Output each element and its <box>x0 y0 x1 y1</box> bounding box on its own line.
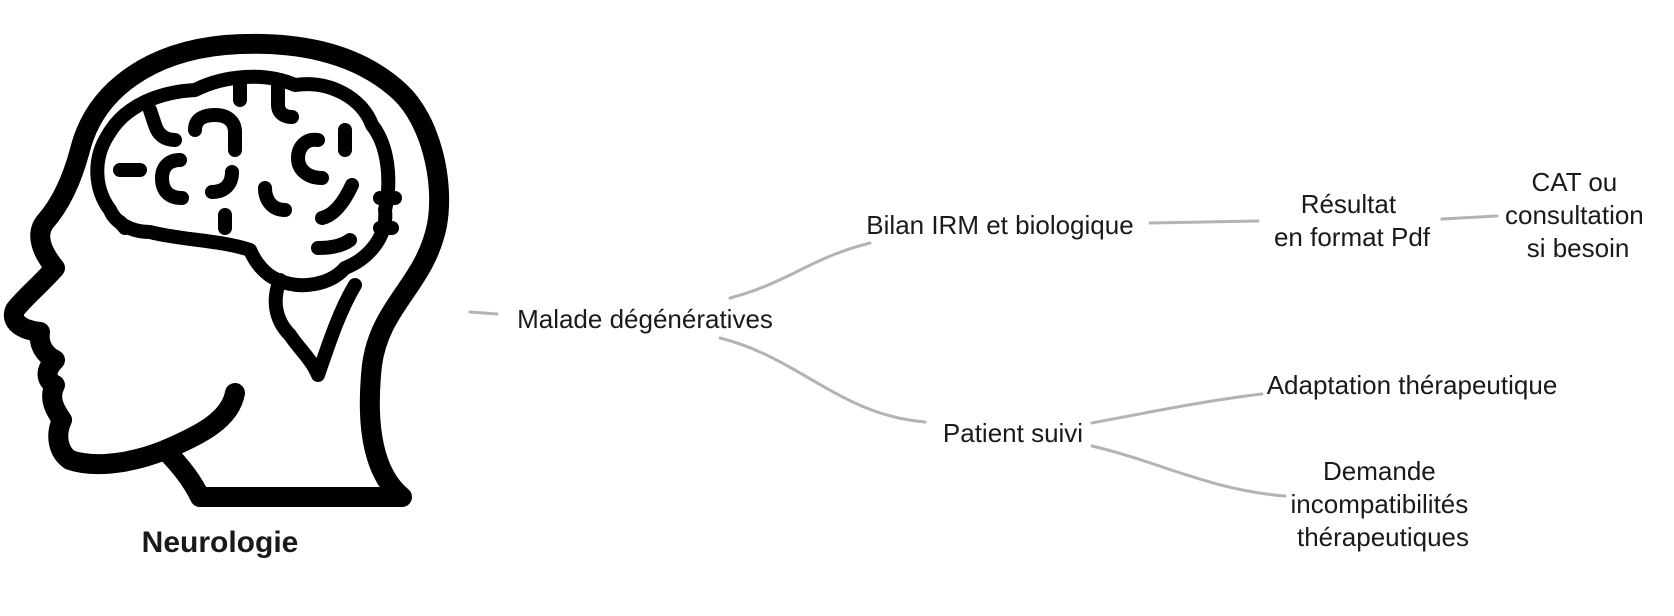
node-cat-line-3: si besoin <box>1527 233 1630 263</box>
node-cat-line-1: CAT ou <box>1532 167 1618 197</box>
connector-bilan-resultat <box>1148 219 1260 225</box>
node-adaptation: Adaptation thérapeutique <box>1267 370 1558 400</box>
brain-fold-6 <box>155 153 189 205</box>
brain-outline <box>90 69 396 293</box>
head-brain-icon <box>3 33 450 507</box>
connectors <box>468 214 1499 498</box>
brain-fold-7 <box>205 165 239 199</box>
node-resultat-line-2: en format Pdf <box>1274 222 1431 252</box>
node-resultat: Résultat en format Pdf <box>1274 189 1431 252</box>
brain-fold-2 <box>143 103 182 147</box>
brain-stem <box>268 273 362 382</box>
node-demande-line-3: thérapeutiques <box>1297 522 1469 552</box>
node-resultat-line-1: Résultat <box>1301 189 1397 219</box>
node-cat-line-2: consultation <box>1505 200 1644 230</box>
connector-malade-patient <box>718 336 927 424</box>
node-cat: CAT ou consultation si besoin <box>1505 167 1651 263</box>
node-demande: Demande incompatibilités thérapeutiques <box>1291 456 1476 552</box>
brain-fold-11 <box>315 178 359 225</box>
connector-patient-demande <box>1090 444 1287 498</box>
node-demande-line-1: Demande <box>1323 456 1436 486</box>
head-outline <box>3 33 450 507</box>
node-malade: Malade dégénératives <box>517 304 773 334</box>
brain-fold-10 <box>258 181 292 217</box>
connector-root-malade <box>468 310 499 316</box>
brain-fold-15 <box>113 215 132 235</box>
brain-fold-8 <box>291 132 329 185</box>
node-demande-line-2: incompatibilités <box>1291 489 1469 519</box>
node-bilan: Bilan IRM et biologique <box>866 210 1133 240</box>
connector-malade-bilan <box>728 241 872 300</box>
connector-patient-adaptation <box>1090 392 1264 425</box>
brain-fold-16 <box>311 233 357 255</box>
root-label: Neurologie <box>142 526 299 559</box>
brain-fold-5 <box>188 108 242 157</box>
connector-resultat-cat <box>1440 214 1499 221</box>
brain-fold-4 <box>271 78 299 124</box>
node-patient: Patient suivi <box>943 418 1083 448</box>
head-jaw <box>155 383 245 460</box>
